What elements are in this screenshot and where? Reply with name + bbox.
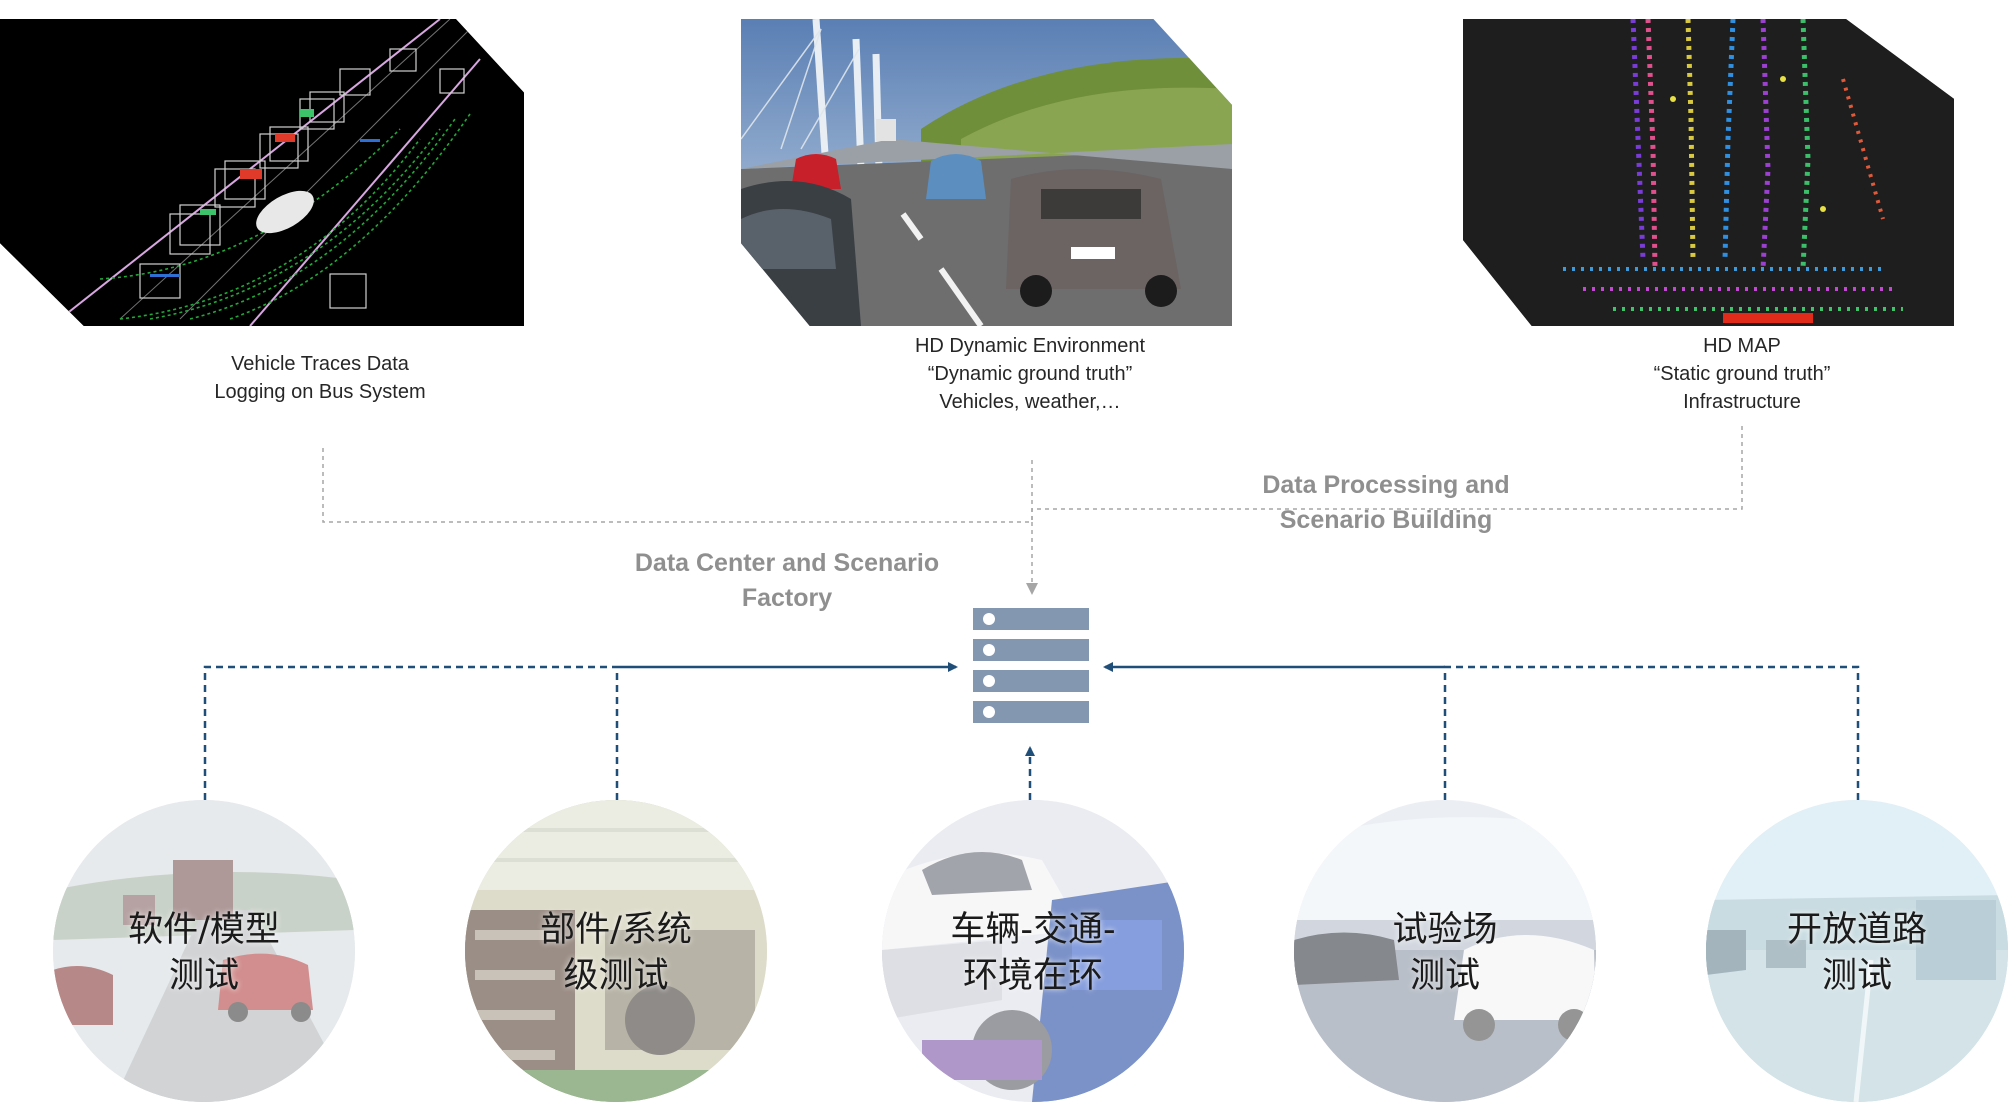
test-label-line: 试验场	[1392, 910, 1498, 950]
caption-line: Logging on Bus System	[214, 381, 426, 403]
circle-veil	[465, 800, 767, 1102]
lidar-point-cloud-image	[0, 19, 524, 326]
caption-vehicle-traces: Vehicle Traces Data Logging on Bus Syste…	[214, 350, 425, 406]
caption-line: “Static ground truth”	[1653, 363, 1831, 385]
open-road-photo	[1706, 800, 2008, 1102]
test-label-line: 部件/系统	[540, 910, 692, 950]
test-circle-software-model[interactable]: 软件/模型 测试	[53, 800, 355, 1102]
test-label-line: 测试	[1821, 956, 1892, 996]
caption-line: Vehicle Traces Data	[231, 353, 409, 375]
flow-label-line: Data Center and Scenario	[634, 549, 940, 577]
circle-veil	[882, 800, 1184, 1102]
circle-veil	[1706, 800, 2008, 1102]
test-label: 试验场 测试	[1294, 907, 1596, 999]
caption-hd-map: HD MAP “Static ground truth” Infrastruct…	[1654, 332, 1831, 416]
connector-software-model	[203, 665, 617, 800]
caption-line: Infrastructure	[1683, 391, 1801, 413]
test-label-line: 软件/模型	[128, 910, 280, 950]
flow-label-line: Scenario Building	[1279, 506, 1493, 534]
test-label-line: 级测试	[563, 956, 669, 996]
server-rack-icon	[973, 608, 1089, 723]
label-data-processing: Data Processing and Scenario Building	[1262, 468, 1509, 538]
connector-vehicle-traces	[322, 448, 1032, 523]
test-circle-component-system[interactable]: 部件/系统 级测试	[465, 800, 767, 1102]
vehicle-in-loop-photo	[882, 800, 1184, 1102]
circle-veil	[53, 800, 355, 1102]
label-data-center: Data Center and Scenario Factory	[635, 546, 939, 616]
caption-line: HD MAP	[1703, 335, 1781, 357]
test-circle-proving-ground[interactable]: 试验场 测试	[1294, 800, 1596, 1102]
caption-line: Vehicles, weather,…	[939, 391, 1121, 413]
test-label: 开放道路 测试	[1706, 907, 2008, 999]
test-label-line: 开放道路	[1786, 910, 1927, 950]
flow-label-line: Factory	[741, 584, 833, 612]
test-circle-vehicle-traffic[interactable]: 车辆-交通- 环境在环	[882, 800, 1184, 1102]
test-label-line: 测试	[168, 956, 239, 996]
test-label-line: 环境在环	[962, 956, 1103, 996]
proving-ground-photo	[1294, 800, 1596, 1102]
circle-veil	[1294, 800, 1596, 1102]
test-label-line: 车辆-交通-	[950, 910, 1116, 950]
caption-hd-dynamic: HD Dynamic Environment “Dynamic ground t…	[915, 332, 1145, 416]
flow-label-line: Data Processing and	[1262, 471, 1510, 499]
test-label: 软件/模型 测试	[53, 907, 355, 999]
lab-bench-photo	[465, 800, 767, 1102]
caption-line: HD Dynamic Environment	[914, 335, 1146, 357]
test-circle-open-road[interactable]: 开放道路 测试	[1706, 800, 2008, 1102]
highway-simulation-photo	[53, 800, 355, 1102]
test-label-line: 测试	[1409, 956, 1480, 996]
test-label: 部件/系统 级测试	[465, 907, 767, 999]
simulation-highway-image	[741, 19, 1232, 326]
caption-line: “Dynamic ground truth”	[927, 363, 1133, 385]
test-label: 车辆-交通- 环境在环	[882, 907, 1184, 999]
connector-hd-map	[1031, 426, 1743, 522]
connector-proving-ground	[1443, 665, 1860, 800]
hd-map-image	[1463, 19, 1954, 326]
